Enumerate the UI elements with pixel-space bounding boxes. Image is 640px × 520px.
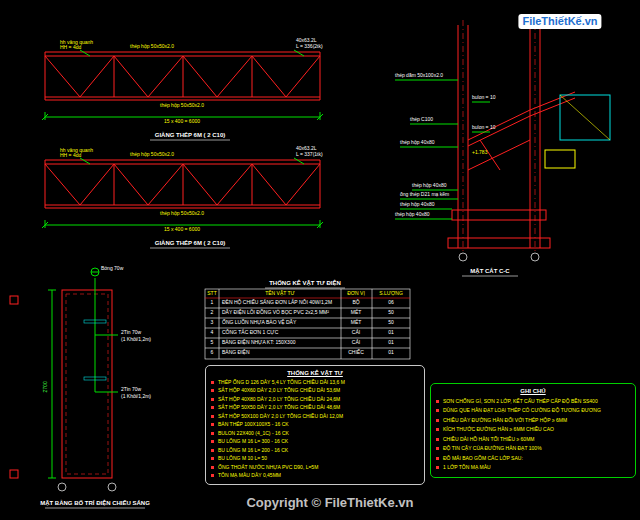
annotation-text: thép hộp 50x50x2.0: [160, 103, 204, 109]
annotation-text: L = 336(2tk): [296, 44, 323, 50]
annotation-text: Copyright © FileThietKe.vn: [246, 496, 413, 511]
annotation-text: 40x63.2L: [296, 146, 317, 152]
lighting-plan: [10, 268, 145, 508]
annotation-text: 40x63.2L: [296, 38, 317, 44]
annotation-text: 01: [388, 340, 394, 346]
annotation-text: 01: [388, 330, 394, 336]
annotation-text: MÉT: [351, 310, 362, 316]
note-line: BẢN THÉP 100X100X5 - 16 CK: [211, 420, 419, 429]
annotation-text: THỐNG KÊ VẬT TƯ ĐIỆN: [269, 280, 341, 287]
annotation-text: 2700: [43, 381, 49, 392]
annotation-text: CÔNG TẮC ĐƠN 1 CỰC: [222, 330, 278, 336]
annotation-text: 50: [388, 320, 394, 326]
annotation-text: thép dầm 50x100x2.0: [395, 73, 443, 79]
note-line: SẮT HỘP 40X80 DÀY 2,0 LY TỔNG CHIỀU DÀI …: [211, 395, 419, 404]
note-line: SẮT HỘP 40X60 DÀY 2,0 LY TỔNG CHIỀU DÀI …: [211, 386, 419, 395]
material-table: [205, 288, 410, 359]
drawing-caption: MẶT CẮT C-C: [470, 268, 509, 275]
note-line: SẮT HỘP 50X100 DÀY 2,0 LY TỔNG CHIỀU DÀI…: [211, 412, 419, 421]
drawing-caption: GIẰNG THÉP 6M ( 2 C10): [155, 132, 226, 139]
annotation-text: BẢNG ĐIỆN: [222, 350, 250, 356]
annotation-text: thép hộp 40x80: [395, 212, 429, 218]
annotation-text: thép hộp 40x80: [412, 183, 446, 189]
annotation-text: 15 x 400 = 6000: [164, 119, 200, 125]
annotation-text: ống thép D21 mạ kẽm: [400, 192, 449, 198]
notes-panel: GHI CHÚSƠN CHỐNG GỈ, SƠN 2 LỚP, KẾT CẤU …: [430, 383, 636, 478]
annotation-text: thép hộp 50x50x2.0: [130, 152, 174, 158]
annotation-text: thép hộp 50x50x2.0: [160, 211, 204, 217]
annotation-text: thép hộp 40x80: [400, 140, 434, 146]
annotation-text: 2: [211, 310, 214, 316]
annotation-text: 4: [211, 330, 214, 336]
annotation-text: Bóng 70w: [101, 266, 123, 272]
annotation-text: bulon = 10: [472, 95, 496, 101]
section-detail: [395, 20, 610, 276]
annotation-text: DÂY ĐIỆN LÕI ĐỒNG VỎ BỌC PVC 2x2,5 MM²: [222, 310, 329, 316]
note-line: BULON 22X400 (4_1C) - 16 CK: [211, 429, 419, 438]
note-line: THÉP ỐNG D 126 DÀY 5,4 LY TỔNG CHIỀU DÀI…: [211, 378, 419, 387]
annotation-text: CÁI: [352, 340, 360, 346]
annotation-text: CHIẾC: [348, 350, 364, 356]
note-line: KÍCH THƯỚC ĐƯỜNG HÀN ≥ 6MM CHIỀU CAO: [436, 425, 630, 435]
annotation-text: TÊN VẬT TƯ: [265, 291, 295, 297]
annotation-text: STT: [207, 291, 216, 297]
annotation-text: ỐNG LUỒN NHỰA BẢO VỆ DÂY: [222, 320, 296, 326]
note-line: BU LÔNG M 16 L= 300 - 16 CK: [211, 437, 419, 446]
note-line: DÙNG QUE HÀN ĐẠT LOẠI THÉP CÓ CƯỜNG ĐỘ T…: [436, 406, 630, 416]
note-line: CHIỀU DÀY ĐƯỜNG HÀN ĐỐI VỚI THÉP HỘP ≥ 6…: [436, 416, 630, 426]
annotation-text: (1 Khôi/1,2m): [121, 337, 151, 343]
note-line: ĐỔ MÁI BAO GỒM CÁC LỚP SAU:: [436, 454, 630, 464]
annotation-text: +1.783: [472, 150, 487, 156]
annotation-text: 50: [388, 310, 394, 316]
annotation-text: 06: [388, 300, 394, 306]
annotation-text: thép C100: [410, 117, 433, 123]
annotation-text: 2Tin 70w: [121, 330, 141, 336]
annotation-text: HH = 4dd: [60, 45, 81, 51]
drawing-caption: GIẰNG THÉP 6M ( 2 C10): [155, 240, 226, 247]
note-line: BU LÔNG M 16 L= 200 - 16 CK: [211, 446, 419, 455]
drawing-caption: MẶT BẰNG BỐ TRÍ ĐIỆN CHIẾU SÁNG: [40, 500, 150, 507]
notes-panel: THỐNG KÊ VẬT TƯTHÉP ỐNG D 126 DÀY 5,4 LY…: [205, 365, 425, 485]
note-line: SƠN CHỐNG GỈ, SƠN 2 LỚP, KẾT CẤU THÉP CẤ…: [436, 397, 630, 407]
annotation-text: ĐƠN VỊ: [347, 291, 365, 297]
annotation-text: HH = 4dd: [60, 153, 81, 159]
panel-heading: GHI CHÚ: [436, 387, 630, 397]
annotation-text: BẢNG ĐIỆN NHỰA KT: 150X300: [222, 340, 295, 346]
note-line: TÔN MẠ MÀU DÀY 0,45MM: [211, 471, 419, 480]
annotation-text: 1: [211, 300, 214, 306]
annotation-text: MÉT: [351, 320, 362, 326]
annotation-text: 01: [388, 350, 394, 356]
annotation-text: BỘ: [352, 300, 359, 306]
annotation-text: L = 337(1tk): [296, 152, 323, 158]
annotation-text: bulon = 10: [472, 125, 496, 131]
note-line: ỐNG THOÁT NƯỚC NHỰA PVC D90, L=5M: [211, 463, 419, 472]
annotation-text: ĐÈN HỘ CHIẾU SÁNG ĐƠN LẮP NỔI 40W/1,2M: [222, 300, 332, 306]
annotation-text: CÁI: [352, 330, 360, 336]
steel-truss: [42, 50, 323, 248]
logo-text: FileThiếtKế.vn: [518, 14, 601, 29]
note-line: BU LÔNG M 10 L= 50: [211, 454, 419, 463]
note-line: ĐỘ TIN CẬY CỦA ĐƯỜNG HÀN ĐẠT 100%: [436, 444, 630, 454]
note-line: SẮT HỘP 50X50 DÀY 2,0 LY TỔNG CHIỀU DÀI …: [211, 403, 419, 412]
note-line: 1 LỚP TÔN MẠ MÀU: [436, 463, 630, 473]
annotation-text: 15 x 400 = 6000: [164, 227, 200, 233]
annotation-text: (1 Khôi/1,2m): [121, 394, 151, 400]
annotation-text: 6: [211, 350, 214, 356]
annotation-text: 3: [211, 320, 214, 326]
panel-heading: THỐNG KÊ VẬT TƯ: [211, 369, 419, 378]
annotation-text: S.LƯỢNG: [379, 291, 403, 297]
note-line: CHIỀU DÀI HỒ HÀN TỐI THIỂU ≥ 60MM: [436, 435, 630, 445]
annotation-text: thép hộp 40x80: [400, 202, 434, 208]
annotation-text: thép hộp 50x50x2.0: [130, 44, 174, 50]
annotation-text: 2Tin 70w: [121, 387, 141, 393]
annotation-text: 5: [211, 340, 214, 346]
